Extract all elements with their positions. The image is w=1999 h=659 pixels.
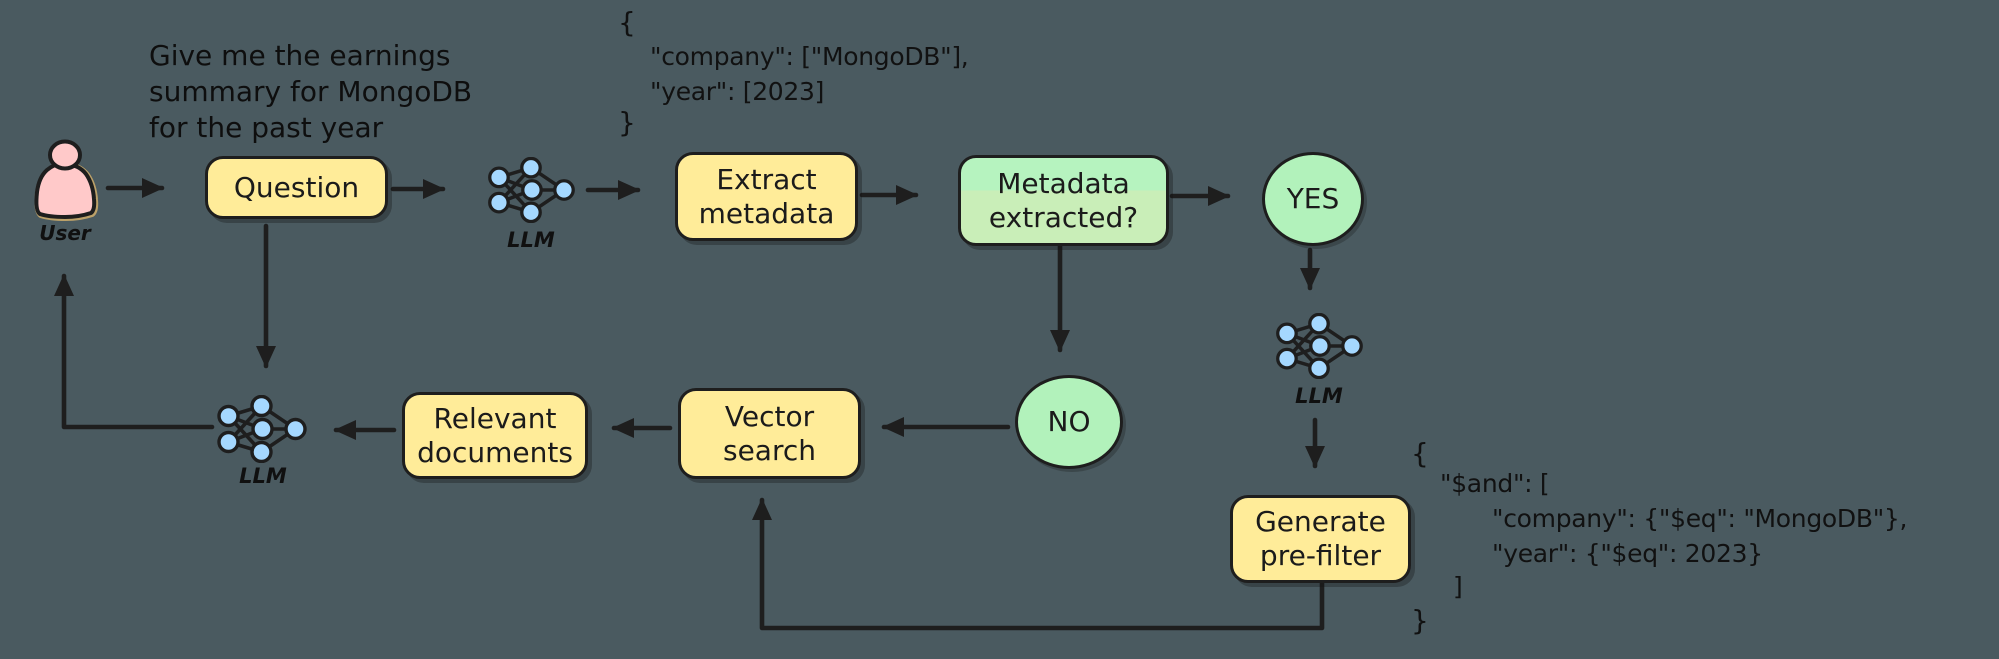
llm-icon-label: LLM [1295, 384, 1343, 408]
yes-node: YES [1262, 152, 1364, 246]
user-prompt-text: Give me the earnings summary for MongoDB… [149, 39, 473, 144]
llm-icon-label: LLM [507, 228, 555, 252]
llm-icon-label: LLM [239, 464, 287, 488]
vector-search-node: Vector search [678, 388, 861, 479]
llm-icon [1275, 313, 1363, 379]
json-prefilter-and-open: "$and": [ [1440, 469, 1550, 498]
json-extracted-metadata-year: "year": [2023] [650, 77, 825, 106]
json-prefilter-year: "year": {"$eq": 2023} [1492, 539, 1763, 568]
llm-icon [487, 157, 575, 223]
relevant-documents-node: Relevant documents [402, 392, 588, 479]
user-icon-label: User [39, 221, 91, 245]
json-prefilter-brace-open: { [1411, 437, 1429, 470]
edge-generate-prefilter-to-vector-search [752, 497, 1325, 631]
metadata-extracted-decision-node: Metadata extracted? [958, 155, 1169, 246]
edge-llm-to-user [54, 273, 215, 430]
json-prefilter-company: "company": {"$eq": "MongoDB"}, [1492, 504, 1908, 533]
no-node: NO [1015, 375, 1123, 469]
json-prefilter-bracket-close: ] [1453, 572, 1463, 601]
extract-metadata-node: Extract metadata [675, 152, 858, 241]
llm-icon [217, 395, 307, 463]
question-node: Question [205, 156, 388, 219]
json-extracted-metadata-brace-close: } [618, 106, 636, 139]
json-extracted-metadata-brace-open: { [618, 6, 636, 39]
json-extracted-metadata-company: "company": ["MongoDB"], [650, 42, 969, 71]
json-prefilter-brace-close: } [1411, 604, 1429, 637]
user-icon [34, 139, 99, 222]
generate-prefilter-node: Generate pre-filter [1230, 495, 1411, 583]
